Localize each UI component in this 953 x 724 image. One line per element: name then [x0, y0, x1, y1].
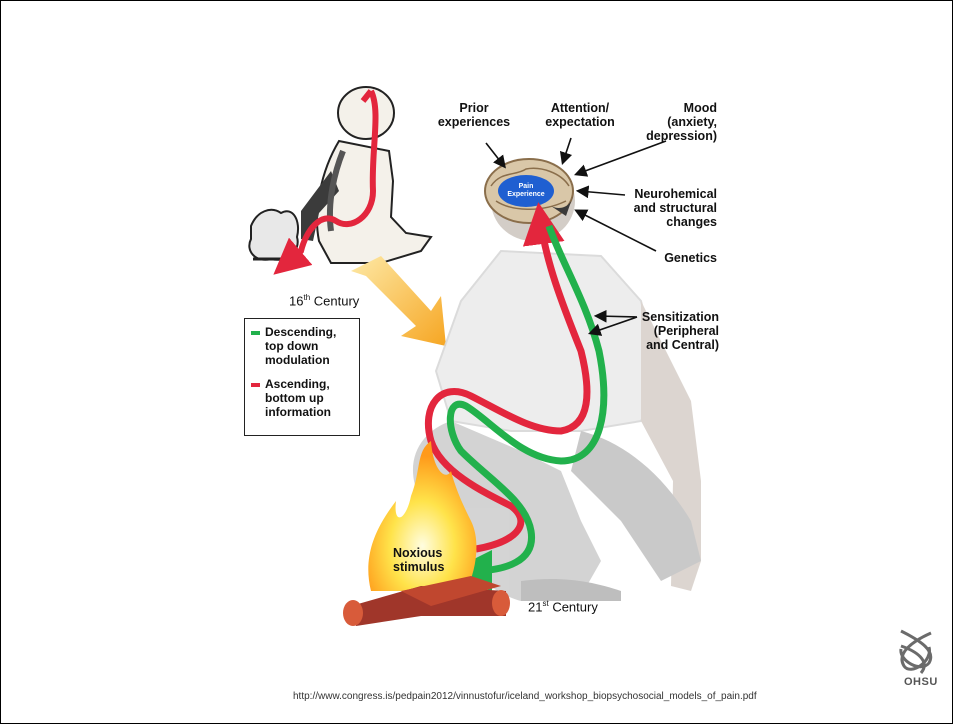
legend-swatch-ascending — [251, 383, 260, 387]
attention-expectation-label: Attention/expectation — [534, 101, 626, 129]
source-url-link[interactable]: http://www.congress.is/pedpain2012/vinnu… — [293, 691, 757, 702]
legend-swatch-descending — [251, 331, 260, 335]
genetics-label: Genetics — [641, 251, 717, 265]
transition-arrow-icon — [351, 256, 446, 346]
twenty-first-century-label: 21st Century — [528, 597, 598, 614]
ohsu-logo-text: OHSU — [904, 676, 938, 688]
ohsu-logo-icon — [901, 631, 931, 673]
sixteenth-century-figure — [249, 87, 431, 263]
mood-label: Mood(anxiety,depression) — [639, 101, 717, 143]
pathway-legend: Descending, top down modulation Ascendin… — [244, 318, 360, 436]
sixteenth-century-label: 16th Century — [289, 291, 359, 308]
